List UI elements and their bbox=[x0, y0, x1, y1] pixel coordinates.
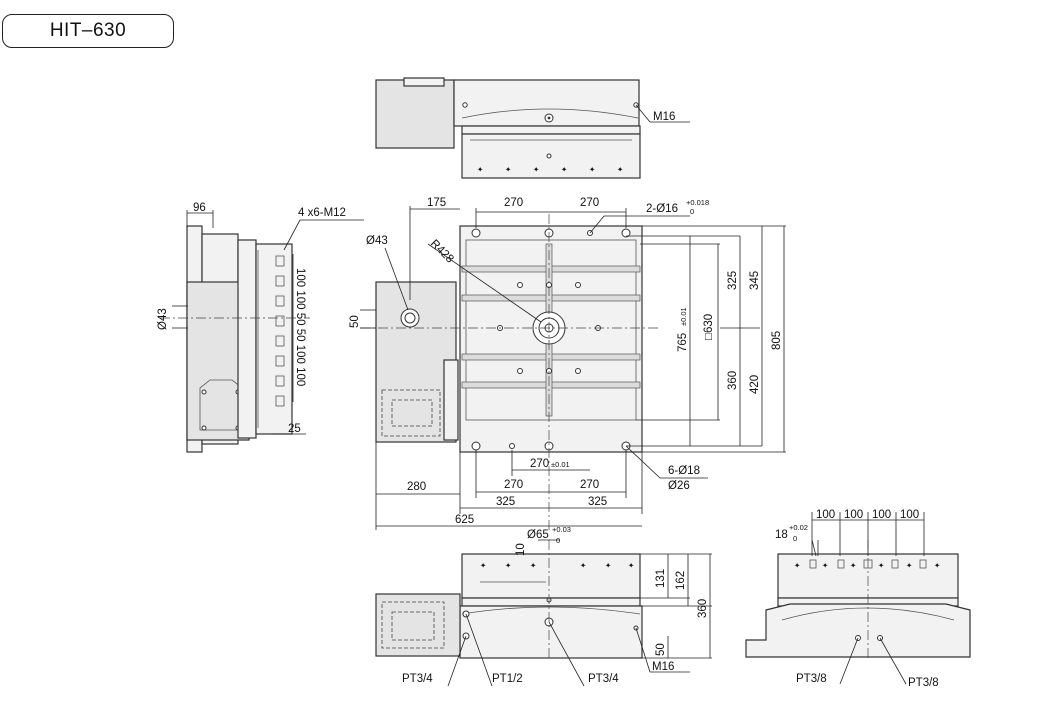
bf-base bbox=[459, 605, 643, 659]
bf-dia65: Ø65 bbox=[527, 529, 549, 541]
side-25-label: 25 bbox=[288, 423, 301, 435]
bottom-front-view: ✦ ✦ ✦ ✦ ✦ ✦ Ø65 +0.03 0 10 131 162 360 50 P… bbox=[375, 525, 712, 687]
bf-dia65-tol-lower: 0 bbox=[556, 536, 560, 545]
bs-base bbox=[745, 603, 971, 658]
bf-m16: M16 bbox=[652, 661, 674, 673]
dim-325-bottom-right: 325 bbox=[588, 496, 607, 508]
bf-50: 50 bbox=[655, 643, 667, 656]
bf-port-3: PT3/4 bbox=[588, 673, 619, 685]
svg-text:✦: ✦ bbox=[589, 165, 596, 174]
bs-pitch-4: 100 bbox=[900, 509, 919, 521]
svg-text:✦: ✦ bbox=[477, 165, 484, 174]
dim-50: 50 bbox=[349, 315, 361, 328]
dim-270-top-right: 270 bbox=[580, 197, 599, 209]
svg-text:✦: ✦ bbox=[533, 165, 540, 174]
bs-slot: 18 bbox=[775, 529, 788, 541]
bs-pitch-1: 100 bbox=[816, 509, 835, 521]
dim-2-dia16-tol-lower: 0 bbox=[690, 207, 694, 216]
bf-d10: 10 bbox=[515, 543, 527, 556]
svg-text:✦: ✦ bbox=[617, 165, 624, 174]
svg-text:✦: ✦ bbox=[561, 165, 568, 174]
bf-162: 162 bbox=[675, 571, 687, 590]
top-motor bbox=[375, 79, 455, 149]
dim-2-dia16-tol-upper: +0.018 bbox=[686, 198, 709, 207]
dim-270-bottom-left: 270 bbox=[504, 479, 523, 491]
bottom-side-view: ✦ ✦ ✦ ✦ ✦ ✦ 100 100 100 100 18 +0.02 0 PT3/… bbox=[745, 509, 971, 689]
dim-270-tol: 270 bbox=[530, 458, 549, 470]
svg-text:✦: ✦ bbox=[822, 561, 829, 570]
svg-text:✦: ✦ bbox=[580, 561, 587, 570]
dim-805: 805 bbox=[771, 331, 783, 350]
bs-pitch-3: 100 bbox=[872, 509, 891, 521]
dim-280: 280 bbox=[407, 481, 426, 493]
dim-dia43: Ø43 bbox=[366, 235, 388, 247]
svg-text:✦: ✦ bbox=[794, 561, 801, 570]
dim-dia26: Ø26 bbox=[668, 480, 690, 492]
svg-text:✦: ✦ bbox=[505, 165, 512, 174]
dim-r428: R428 bbox=[428, 238, 456, 266]
bs-port-2: PT3/8 bbox=[908, 677, 939, 689]
side-96-label: 96 bbox=[193, 202, 206, 214]
dim-square-630: □630 bbox=[703, 314, 715, 340]
dim-765: 765 bbox=[677, 333, 689, 352]
side-pitches-label: 100 100 50 50 100 100 bbox=[294, 268, 306, 386]
svg-text:✦: ✦ bbox=[934, 561, 941, 570]
side-dia43-label: Ø43 bbox=[157, 308, 169, 330]
dim-2-dia16: 2-Ø16 bbox=[646, 203, 678, 215]
dim-270-bottom-right: 270 bbox=[580, 479, 599, 491]
bf-dia65-tol-upper: +0.03 bbox=[552, 525, 571, 534]
dim-360: 360 bbox=[727, 371, 739, 390]
dim-6-dia18: 6-Ø18 bbox=[668, 465, 700, 477]
svg-text:✦: ✦ bbox=[505, 561, 512, 570]
plan-motor bbox=[375, 281, 457, 443]
svg-text:✦: ✦ bbox=[628, 561, 635, 570]
bf-port-2: PT1/2 bbox=[492, 673, 523, 685]
dim-175: 175 bbox=[427, 197, 446, 209]
side-view: 96 4 x6-M12 Ø43 100 100 50 50 100 100 25 bbox=[157, 202, 364, 453]
svg-text:✦: ✦ bbox=[850, 561, 857, 570]
bs-pitch-2: 100 bbox=[844, 509, 863, 521]
bs-slot-tol-upper: +0.02 bbox=[789, 523, 808, 532]
dim-325-bottom-left: 325 bbox=[496, 496, 515, 508]
side-bolts-label: 4 x6-M12 bbox=[298, 207, 346, 219]
bf-port-1: PT3/4 bbox=[402, 673, 433, 685]
top-view: M16 ✦ ✦ ✦ ✦ ✦ ✦ bbox=[375, 77, 690, 179]
top-m16-label: M16 bbox=[653, 111, 675, 123]
dim-270-top-left: 270 bbox=[504, 197, 523, 209]
plan-view: 175 270 270 2-Ø16 +0.018 0 Ø43 R428 50 7… bbox=[349, 197, 786, 530]
bf-top bbox=[461, 553, 641, 599]
model-badge: HIT–630 bbox=[2, 14, 174, 48]
svg-text:✦: ✦ bbox=[906, 561, 913, 570]
dim-345: 345 bbox=[749, 271, 761, 290]
svg-text:✦: ✦ bbox=[605, 561, 612, 570]
dim-765-tol: ±0.01 bbox=[679, 307, 688, 326]
svg-text:✦: ✦ bbox=[480, 561, 487, 570]
svg-text:✦: ✦ bbox=[530, 561, 537, 570]
dim-420: 420 bbox=[749, 375, 761, 394]
bf-131: 131 bbox=[655, 569, 667, 588]
bs-slot-tol-lower: 0 bbox=[793, 534, 797, 543]
svg-text:✦: ✦ bbox=[878, 561, 885, 570]
bf-360: 360 bbox=[697, 599, 709, 618]
bs-port-1: PT3/8 bbox=[796, 673, 827, 685]
dim-325: 325 bbox=[727, 271, 739, 290]
dim-270-tol-value: ±0.01 bbox=[551, 460, 570, 469]
dim-625: 625 bbox=[455, 514, 474, 526]
